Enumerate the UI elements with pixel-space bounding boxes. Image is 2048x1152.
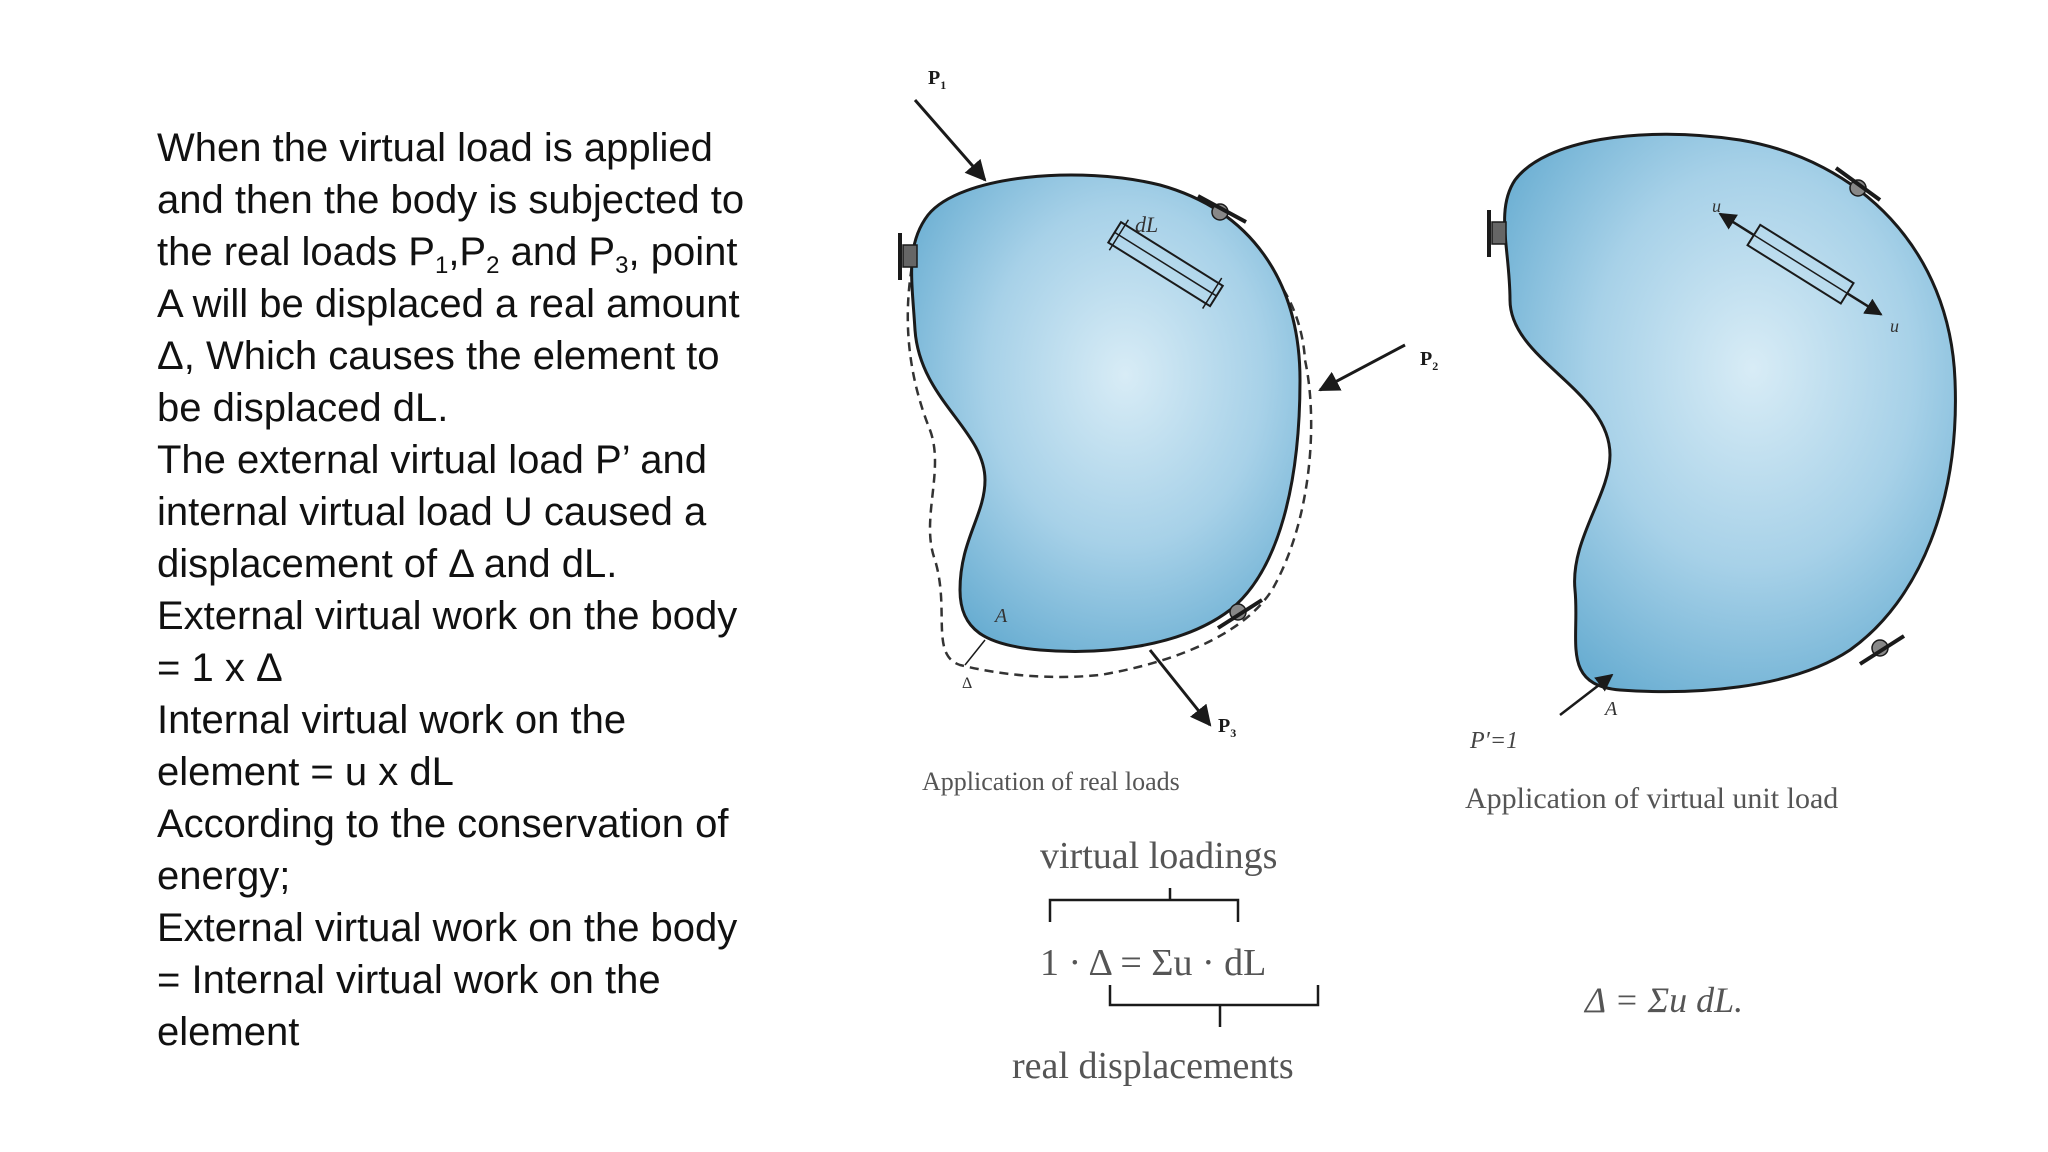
caption-virtual-load: Application of virtual unit load (1465, 782, 1838, 815)
body-shape (1503, 132, 1957, 694)
subscript: 2 (486, 252, 500, 279)
text-line: element = u x dL (157, 750, 454, 794)
load-p1-label: P1 (928, 67, 946, 92)
subscript: 3 (615, 252, 629, 279)
virtual-load-arrow (1559, 673, 1614, 716)
load-p3-label: P3 (1218, 715, 1236, 740)
element-dl-label: dL (1135, 212, 1158, 237)
real-displacements-label: real displacements (1012, 1045, 1294, 1087)
explanation-text: When the virtual load is applied and the… (157, 122, 817, 1058)
text-fragment: , point (628, 230, 738, 274)
text-line: energy; (157, 854, 291, 898)
virtual-load-figure: u u P′=1 A Application of virtual unit l… (1465, 132, 1957, 815)
virtual-load-label: P′=1 (1469, 728, 1518, 754)
caption-real-loads: Application of real loads (922, 767, 1180, 796)
text-fragment: and P (499, 230, 616, 274)
text-line: and then the body is subjected to (157, 178, 745, 222)
load-p2-arrow (1318, 343, 1406, 392)
point-a-label: A (993, 605, 1008, 627)
body-shape (910, 173, 1302, 653)
text-line: be displaced dL. (157, 386, 449, 430)
top-bracket (1048, 888, 1240, 922)
point-a-label: A (1603, 698, 1618, 720)
displacement-line (964, 639, 986, 666)
support-bottom (1858, 634, 1906, 666)
subscript: 1 (434, 252, 449, 279)
displacement-label: Δ (962, 675, 972, 692)
load-p3-arrow (1148, 649, 1212, 727)
text-line: internal virtual load U caused a (157, 490, 707, 534)
deformed-outline (906, 186, 1313, 679)
support-bottom (1216, 598, 1264, 630)
text-line: Internal virtual work on the (157, 698, 627, 742)
internal-force-label: u (1712, 196, 1721, 216)
bottom-bracket (1108, 985, 1320, 1027)
text-line: A will be displaced a real amount (157, 282, 740, 326)
real-loads-figure: dL P1 P2 P3 A Δ Application of real load… (898, 67, 1438, 796)
text-fragment: the real loads P (157, 230, 435, 274)
result-equation: Δ = Σu dL. (1583, 980, 1743, 1020)
text-line: External virtual work on the body (157, 594, 738, 638)
text-line: Δ, Which causes the element to (157, 334, 720, 378)
text-line-real-loads: the real loads P1,P2 and P3, point (157, 226, 817, 278)
support-top (1834, 166, 1882, 202)
work-equation: virtual loadings 1 · Δ = Σu · dL real di… (1012, 835, 1320, 1087)
virtual-element (1718, 212, 1883, 316)
element-dl (1106, 219, 1225, 309)
load-p1-arrow (913, 99, 987, 182)
support-left (1487, 210, 1507, 257)
support-left (898, 233, 918, 280)
support-top (1197, 194, 1247, 224)
text-line: External virtual work on the body (157, 906, 738, 950)
text-line: = 1 x Δ (157, 646, 283, 690)
virtual-loadings-label: virtual loadings (1040, 835, 1277, 877)
text-line: The external virtual load P’ and (157, 438, 707, 482)
virtual-work-equation: 1 · Δ = Σu · dL (1040, 942, 1266, 984)
load-p2-label: P2 (1420, 348, 1438, 373)
text-line: According to the conservation of (157, 802, 729, 846)
text-line: displacement of Δ and dL. (157, 542, 618, 586)
text-line: element (157, 1010, 300, 1054)
internal-force-label: u (1890, 316, 1899, 336)
text-line: = Internal virtual work on the (157, 958, 661, 1002)
text-line: When the virtual load is applied (157, 126, 713, 170)
text-fragment: ,P (448, 230, 487, 274)
